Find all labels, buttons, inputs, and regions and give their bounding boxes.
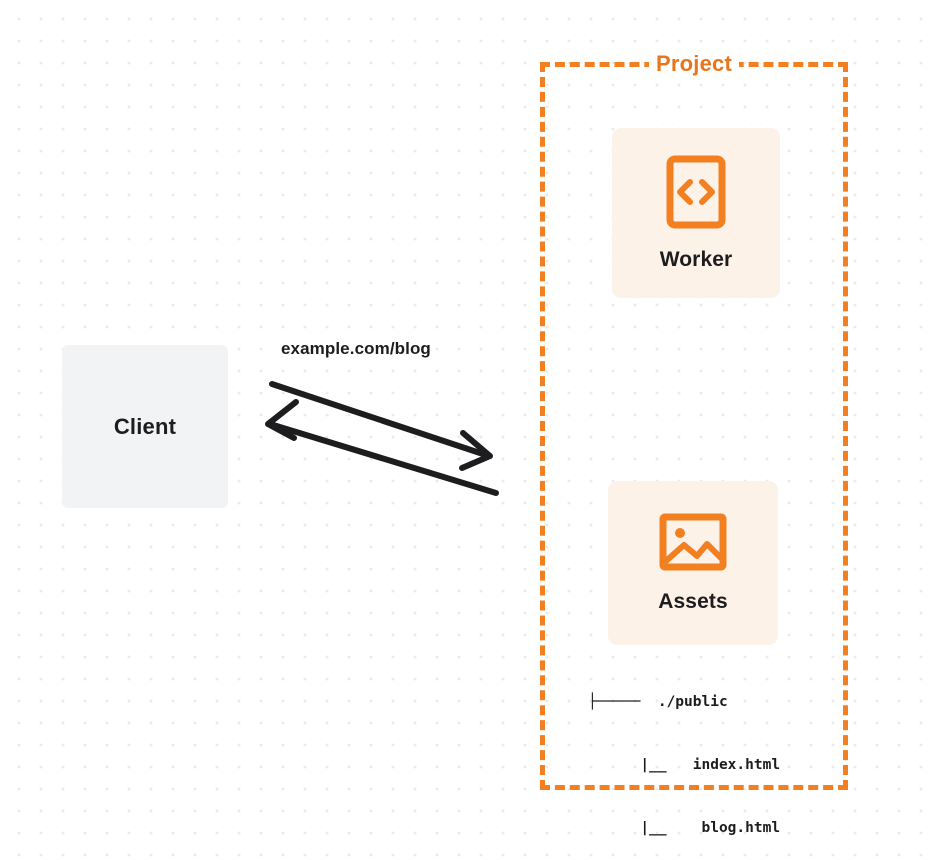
worker-card[interactable]: Worker [612,128,780,298]
assets-label: Assets [658,589,728,613]
assets-card[interactable]: Assets [608,481,778,645]
response-arrow-icon [265,399,499,496]
asset-file-tree: ├───── ./public |__ index.html |__ blog.… [588,650,788,860]
tree-line: |__ blog.html [588,820,781,836]
tree-line: |__ index.html [588,757,781,773]
connector-url-label: example.com/blog [281,339,431,358]
project-title: Project [649,51,739,77]
tree-line: ├───── ./public [588,694,728,710]
request-arrow-icon [269,381,493,471]
connector-arrows [265,381,499,496]
image-icon [659,513,727,576]
code-brackets-icon [666,155,726,234]
client-box: Client [62,345,228,508]
client-label: Client [113,413,177,439]
project-container: Project [540,51,848,790]
worker-label: Worker [659,247,733,271]
